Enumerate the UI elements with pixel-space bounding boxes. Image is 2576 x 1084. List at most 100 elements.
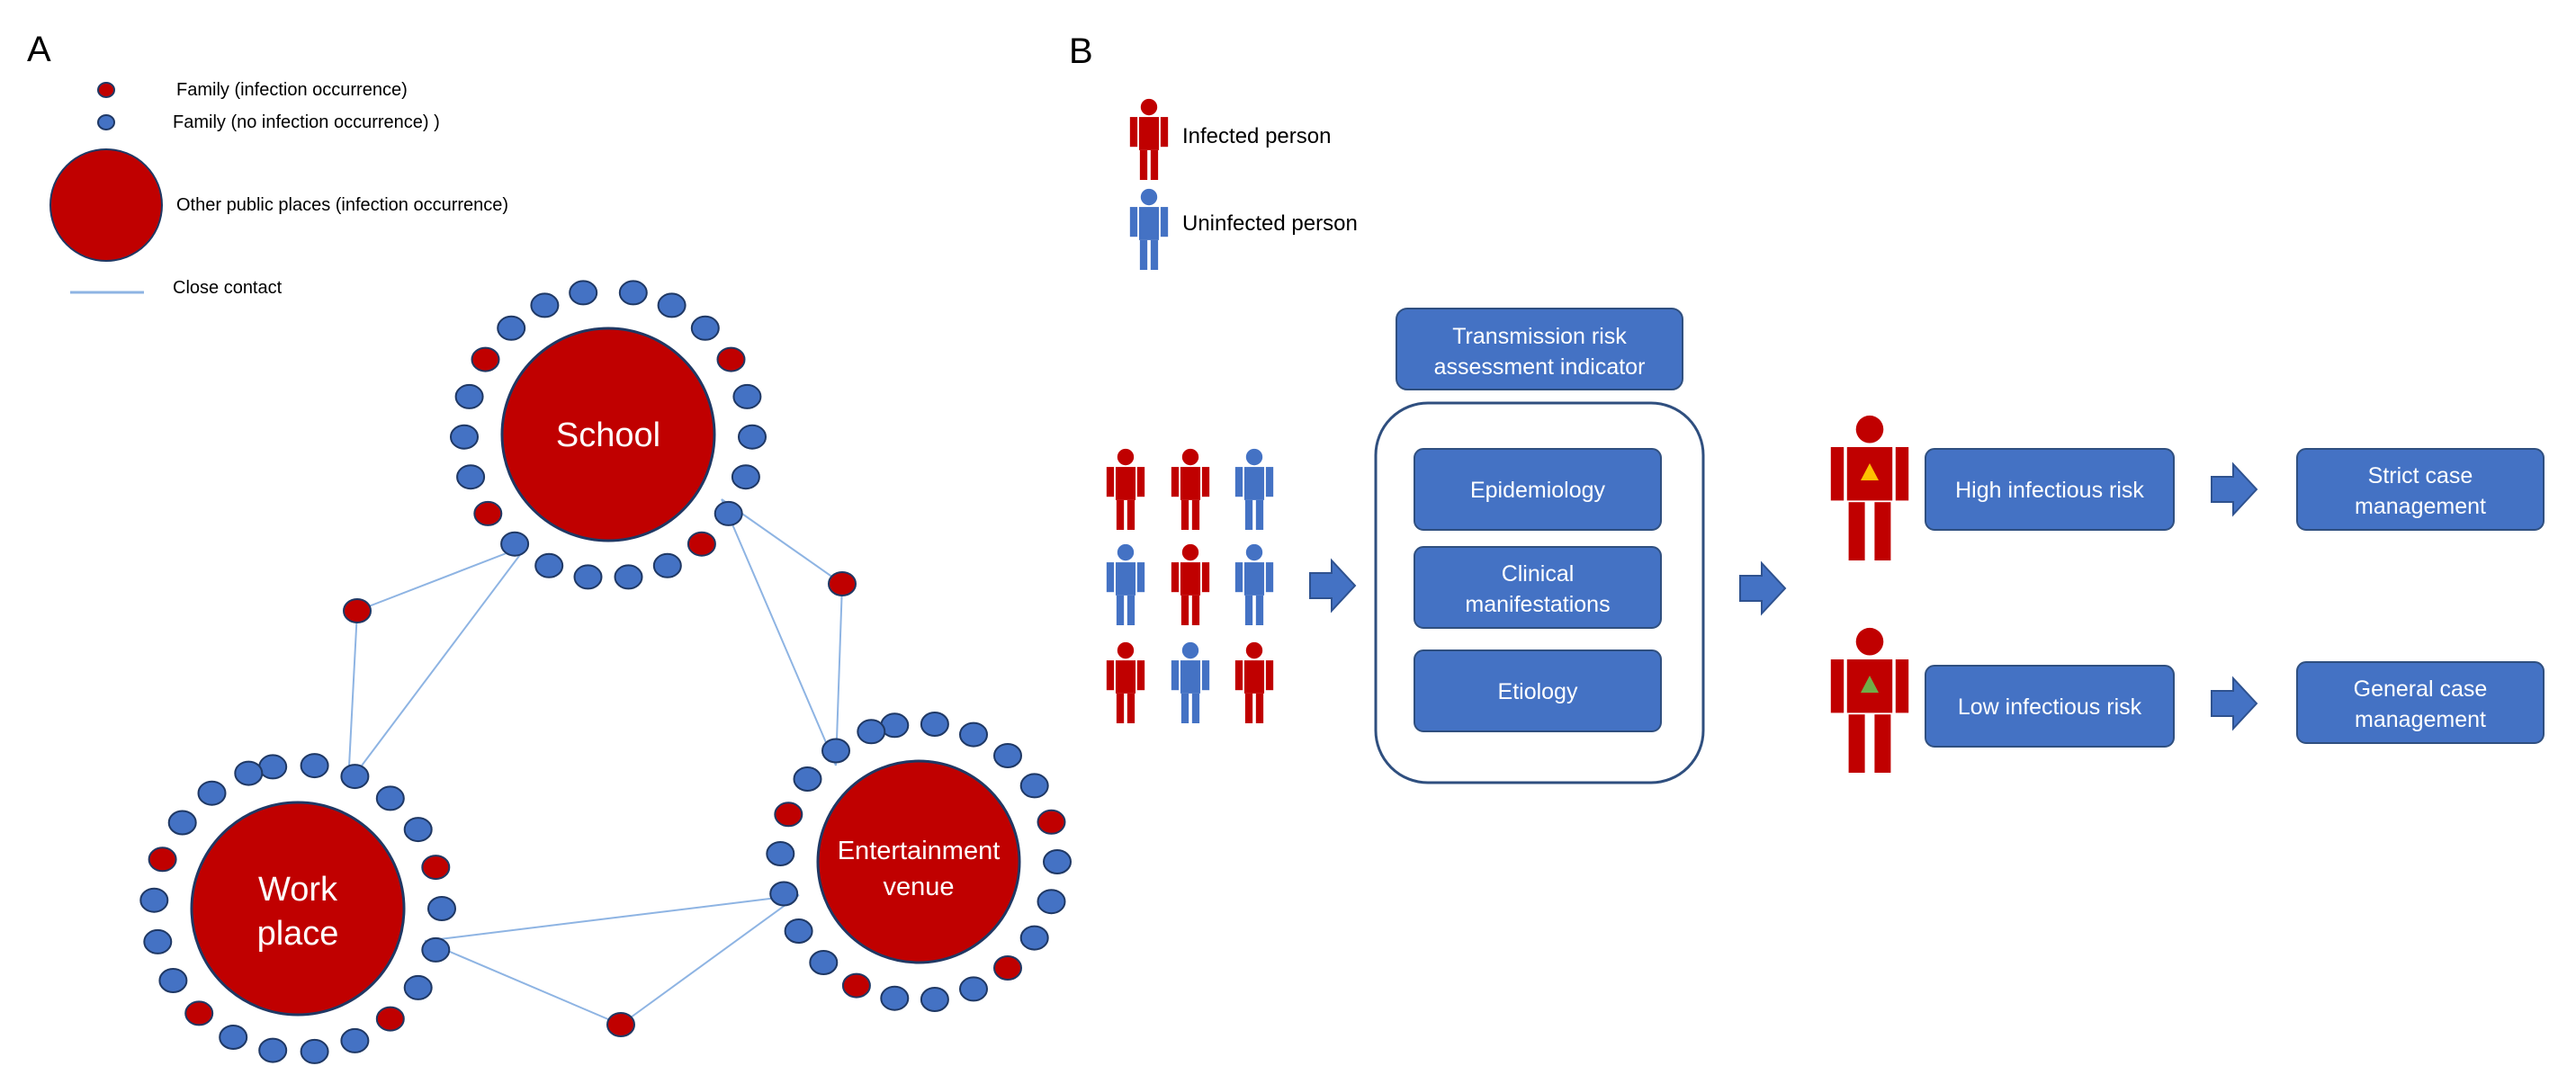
family-dot-not-infected <box>738 424 767 450</box>
arrow-right-icon <box>1739 560 1787 616</box>
contact-line <box>356 544 528 612</box>
legend-family-infected-dot <box>97 82 115 98</box>
low-risk-person <box>1830 627 1909 773</box>
contact-line <box>620 894 800 1026</box>
indicator-label-line2: manifestations <box>1465 592 1610 617</box>
family-dot-not-infected <box>1043 849 1072 874</box>
family-dot-not-infected <box>158 968 188 993</box>
low-risk-rect <box>1925 665 2175 748</box>
family-dot-infected <box>774 802 803 828</box>
uninfected-person-icon <box>1171 641 1210 723</box>
low-risk-person-icon <box>1830 627 1909 773</box>
legend-close-contact-label: Close contact <box>173 278 283 298</box>
legend-public-place-label: Other public places (infection occurrenc… <box>176 195 508 215</box>
school-circle <box>500 327 716 542</box>
low-risk-triangle-icon <box>1861 676 1879 693</box>
high-risk-person-icon <box>1830 415 1909 560</box>
entertainment-circle <box>816 759 1021 964</box>
family-dot-not-infected <box>690 315 720 341</box>
panel-b-label: B <box>1069 31 1093 71</box>
place-workplace: Work place <box>190 801 406 1017</box>
general-management-rect <box>2296 661 2545 744</box>
family-dot-not-infected <box>1037 889 1066 915</box>
legend-infected-person-icon <box>1129 98 1169 180</box>
family-dot-not-infected <box>1019 925 1049 951</box>
family-dot-not-infected <box>340 1027 370 1053</box>
contact-line <box>424 940 622 1026</box>
indicator-title-box: Transmission risk assessment indicator <box>1396 308 1683 390</box>
family-dot-infected <box>343 598 372 623</box>
strict-management-line2: management <box>2355 494 2486 519</box>
place-entertainment: Entertainment venue <box>816 759 1021 964</box>
family-dot-not-infected <box>500 531 530 557</box>
family-dot-not-infected <box>427 896 456 921</box>
family-dot-not-infected <box>454 383 484 409</box>
infected-person-icon <box>1234 641 1274 723</box>
family-dot-not-infected <box>300 753 329 779</box>
close-contact-lines <box>347 498 843 1026</box>
panel-a-label: A <box>27 30 51 69</box>
family-dot-not-infected <box>300 1038 329 1064</box>
family-dot-infected <box>1037 809 1066 835</box>
family-dot-not-infected <box>769 881 799 907</box>
family-dot-not-infected <box>167 810 197 836</box>
family-dot-not-infected <box>421 936 451 963</box>
general-management-line2: management <box>2355 707 2486 732</box>
family-dot-not-infected <box>657 292 687 318</box>
family-dot-not-infected <box>920 987 949 1012</box>
family-dot-not-infected <box>959 976 988 1002</box>
indicator-title-rect <box>1396 308 1683 390</box>
family-dot-not-infected <box>534 552 564 578</box>
contact-line <box>721 498 837 766</box>
workplace-label-line2: place <box>257 915 339 953</box>
indicator-etiology: Etiology <box>1414 650 1662 732</box>
uninfected-person-icon <box>1234 448 1274 530</box>
family-dot-not-infected <box>139 887 169 913</box>
arrow-right-icon <box>2211 676 2258 731</box>
high-risk-person <box>1830 415 1909 560</box>
high-risk-box: High infectious risk <box>1925 448 2175 531</box>
strict-management-rect <box>2296 448 2545 531</box>
family-dot-not-infected <box>258 1037 288 1063</box>
family-dot-not-infected <box>857 719 886 745</box>
panel-a: A Family (infection occurrence) Family (… <box>27 30 1072 1064</box>
family-dot-infected <box>993 955 1022 981</box>
indicator-box <box>1414 448 1662 531</box>
family-dot-not-infected <box>234 760 264 786</box>
family-dots <box>139 280 1072 1064</box>
strict-management-line1: Strict case <box>2368 463 2473 488</box>
family-dot-not-infected <box>340 764 370 790</box>
uninfected-person-icon <box>1234 543 1274 625</box>
low-risk-label: Low infectious risk <box>1958 694 2142 720</box>
indicator-box <box>1414 546 1662 629</box>
uninfected-person-icon <box>1106 543 1145 625</box>
family-dot-not-infected <box>530 292 560 318</box>
legend-family-not-infected-label: Family (no infection occurrence) ) <box>173 112 440 132</box>
family-dot-not-infected <box>652 552 682 578</box>
workplace-label-line1: Work <box>258 871 338 909</box>
family-dot-not-infected <box>793 766 822 792</box>
low-risk-box: Low infectious risk <box>1925 665 2175 748</box>
family-dot-not-infected <box>197 780 227 806</box>
indicator-box <box>1414 650 1662 732</box>
workplace-circle <box>190 801 406 1017</box>
family-dot-not-infected <box>403 974 433 1000</box>
family-dot-not-infected <box>714 500 743 526</box>
family-dot-not-infected <box>456 464 486 490</box>
family-dot-not-infected <box>143 928 173 954</box>
family-dot-not-infected <box>618 280 648 306</box>
legend-uninfected-label: Uninfected person <box>1182 211 1358 236</box>
infected-person-icon <box>1171 543 1210 625</box>
family-dot-not-infected <box>573 564 603 590</box>
contact-line <box>347 544 528 784</box>
indicator-label: Epidemiology <box>1470 478 1606 503</box>
family-dot-not-infected <box>732 383 762 409</box>
indicator-title-line2: assessment indicator <box>1434 354 1646 380</box>
family-dot-infected <box>828 571 857 596</box>
bridge-family-dots <box>343 571 857 1037</box>
family-dot-not-infected <box>403 817 433 843</box>
contact-line <box>424 894 800 942</box>
school-label: School <box>556 417 660 454</box>
panel-b-legend: Infected person Uninfected person <box>1129 98 1358 270</box>
